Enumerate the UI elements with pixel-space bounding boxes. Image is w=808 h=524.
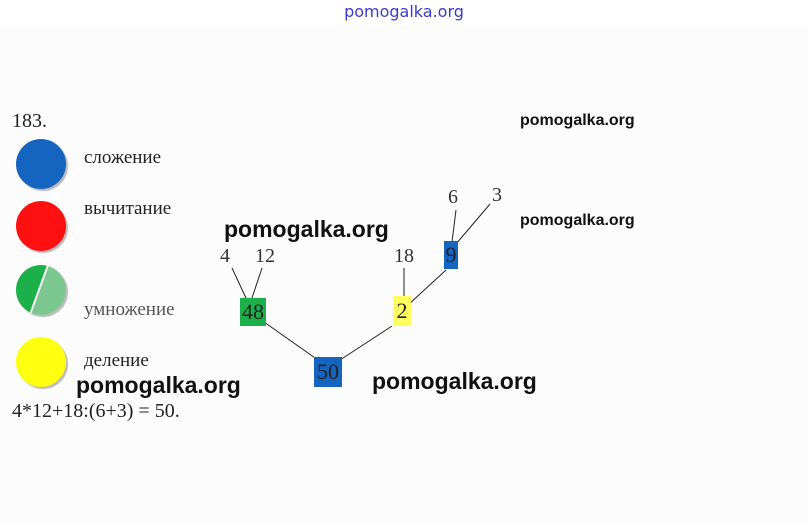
watermark: pomogalka.org: [76, 372, 241, 398]
edge-3-9: [455, 203, 491, 245]
watermark: pomogalka.org: [372, 368, 537, 394]
node-multiplication: 48: [240, 298, 266, 326]
legend-circle-multiplication: [16, 265, 66, 315]
problem-number: 183.: [12, 110, 47, 132]
edge-48-50: [263, 321, 319, 361]
legend-circle-subtraction: [16, 201, 66, 251]
edge-9-2: [407, 269, 447, 306]
watermark: pomogalka.org: [224, 216, 389, 242]
edge-4-48: [231, 267, 247, 299]
legend-label-division: деление: [84, 350, 149, 371]
legend-label-subtraction: вычитание: [84, 198, 172, 219]
edge-2-50: [339, 325, 393, 361]
legend-label-addition: сложение: [84, 147, 162, 168]
legend-label-multiplication: умножение: [84, 299, 175, 320]
node-division: 2: [393, 296, 411, 326]
top-bar: [0, 0, 808, 26]
node-root: 50: [314, 357, 342, 387]
expression: 4*12+18:(6+3) = 50.: [12, 400, 180, 422]
leaf-6: 6: [448, 186, 458, 208]
edge-12-48: [251, 267, 263, 299]
site-link[interactable]: pomogalka.org: [344, 2, 464, 21]
legend-circle-division: [16, 337, 66, 387]
leaf-4: 4: [220, 245, 230, 267]
leaf-3: 3: [492, 184, 502, 206]
legend-circle-addition: [16, 139, 66, 189]
leaf-12: 12: [255, 245, 275, 267]
watermark: pomogalka.org: [520, 112, 635, 129]
node-addition: 9: [444, 241, 458, 269]
edge-6-9: [451, 209, 457, 243]
watermark: pomogalka.org: [520, 212, 635, 229]
leaf-18: 18: [394, 245, 414, 267]
